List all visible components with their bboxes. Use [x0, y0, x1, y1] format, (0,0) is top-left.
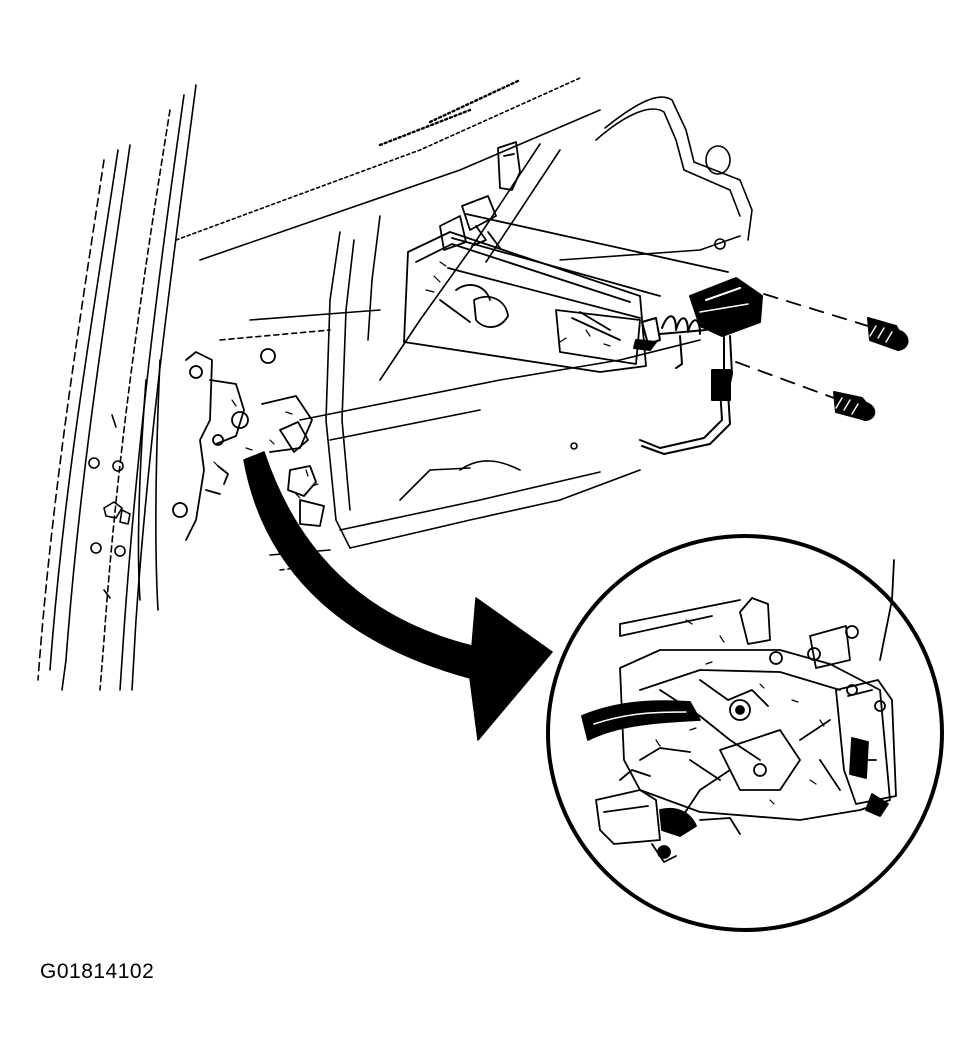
- shading-speckles: [213, 261, 825, 805]
- screw-leader-lines: [735, 293, 869, 399]
- pillar-bolt-holes: [88, 414, 131, 599]
- detail-arrow: [243, 451, 553, 741]
- door-inner-panel: [175, 77, 753, 571]
- screw-lower: [833, 391, 876, 421]
- door-pillar: [37, 84, 197, 691]
- detail-magnified-circle: [546, 534, 944, 932]
- detail-latch-mechanism: [581, 559, 897, 863]
- hinge-area: [172, 348, 325, 541]
- figure-id-label: G01814102: [40, 960, 155, 983]
- lock-actuator: [633, 277, 763, 455]
- lock-module: [403, 141, 729, 373]
- screw-upper: [867, 317, 909, 351]
